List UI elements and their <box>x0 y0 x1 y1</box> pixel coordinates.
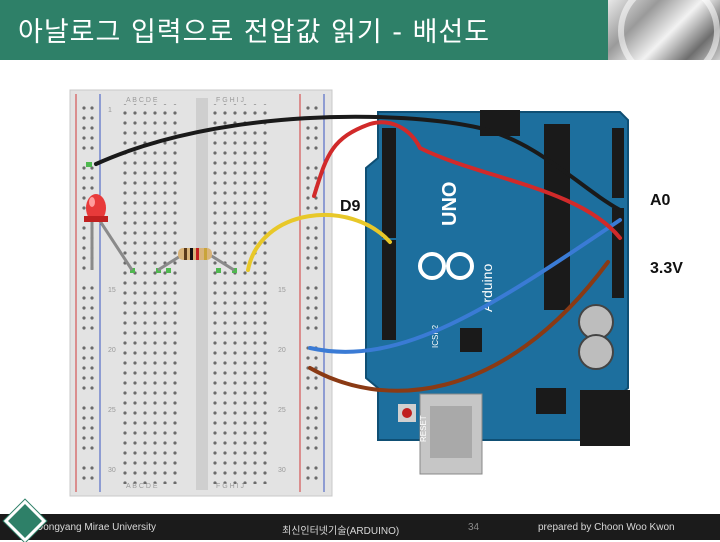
row-number: 25 <box>278 407 286 414</box>
footer-bar: Dongyang Mirae University 최신인터넷기술(ARDUIN… <box>0 514 720 540</box>
row-number: 1 <box>108 107 112 114</box>
column-letters-right: F G H I J <box>216 97 244 104</box>
row-number: 20 <box>278 347 286 354</box>
pin-label-d9: D9 <box>340 198 361 215</box>
pin-label-3v3: 3.3V <box>650 260 683 277</box>
row-number: 15 <box>108 287 116 294</box>
footer-course: 최신인터넷기술(ARDUINO) <box>282 526 400 537</box>
row-number: 25 <box>108 407 116 414</box>
wiring-diagram: A B C D E F G H I J A B C D E F G H I J … <box>69 89 630 497</box>
column-letters-left: A B C D E <box>126 97 158 104</box>
column-letters-right-bottom: F G H I J <box>216 483 244 490</box>
breadboard: A B C D E F G H I J A B C D E F G H I J … <box>69 89 333 497</box>
icsp-label: ICSP2 <box>431 324 440 348</box>
reset-label: RESET <box>419 415 428 442</box>
row-number: 30 <box>278 467 286 474</box>
resistor <box>157 248 235 272</box>
arduino-uno-board: UNO Arduino RESET ICSP2 <box>365 110 630 475</box>
header-decoration <box>608 0 720 82</box>
footer-credit: prepared by Choon Woo Kwon <box>538 522 675 533</box>
row-number: 15 <box>278 287 286 294</box>
slide-title: 아날로그 입력으로 전압값 읽기 - 배선도 <box>18 17 491 48</box>
row-number: 30 <box>108 467 116 474</box>
footer-university: Dongyang Mirae University <box>36 522 157 533</box>
board-brand-text: Arduino <box>479 264 495 312</box>
board-model-text: UNO <box>439 182 461 226</box>
title-bar: 아날로그 입력으로 전압값 읽기 - 배선도 <box>0 0 720 82</box>
page-number: 34 <box>468 522 480 533</box>
led <box>84 194 134 271</box>
pin-label-a0: A0 <box>650 192 671 209</box>
row-number: 20 <box>108 347 116 354</box>
column-letters-left-bottom: A B C D E <box>126 483 158 490</box>
wires <box>94 114 622 393</box>
